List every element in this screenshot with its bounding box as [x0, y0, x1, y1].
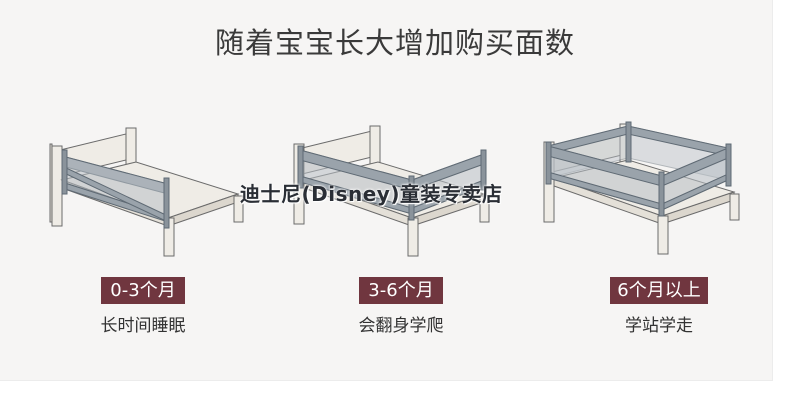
age-badge-0-3: 0-3个月 [101, 277, 185, 304]
age-badge-3-6: 3-6个月 [359, 277, 443, 304]
store-watermark: 迪士尼(Disney)童装专卖店 [240, 182, 503, 206]
bed-illustration-1 [48, 122, 258, 262]
age-badge-6-plus: 6个月以上 [610, 277, 708, 304]
stage-caption-3-6: 会翻身学爬 [358, 316, 444, 336]
product-card: 随着宝宝长大增加购买面数 [0, 0, 773, 381]
stage-caption-6-plus: 学站学走 [625, 316, 693, 336]
bed-illustration-2 [288, 122, 498, 262]
stage-caption-0-3: 长时间睡眠 [100, 316, 186, 336]
bed-illustration-3 [538, 118, 748, 258]
page-title: 随着宝宝长大增加购买面数 [214, 26, 575, 60]
